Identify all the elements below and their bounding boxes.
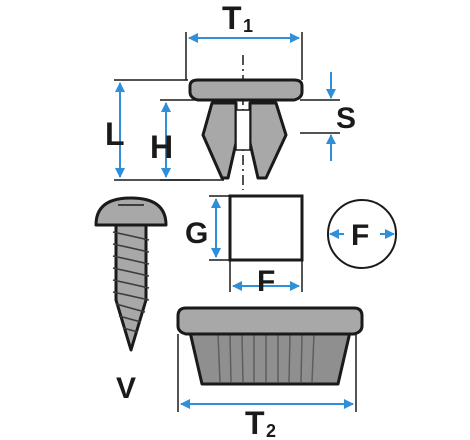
screw: V	[94, 196, 168, 405]
round-hole-symbol: F	[327, 199, 397, 269]
dim-h: H	[150, 99, 200, 181]
label-t1-sub: 1	[243, 16, 253, 36]
clip-front-ribs	[217, 333, 315, 383]
clip-leg-right	[248, 101, 288, 180]
dim-s: S	[300, 72, 356, 161]
clip-leg-left	[201, 101, 238, 180]
clip-front-head	[176, 306, 364, 336]
hole-square	[228, 194, 304, 262]
mounting-hole	[228, 194, 304, 262]
dim-f-width: F	[229, 260, 303, 298]
label-v: V	[116, 372, 136, 405]
label-t2: T	[245, 405, 265, 440]
label-t2-sub: 2	[266, 421, 276, 440]
screw-head	[94, 196, 168, 227]
label-l: L	[105, 116, 125, 152]
label-f-circle: F	[351, 219, 369, 252]
label-t1: T	[222, 0, 242, 36]
round-hole-circle	[327, 199, 397, 269]
dim-g: G	[185, 195, 230, 261]
label-s: S	[336, 102, 356, 135]
label-h: H	[150, 129, 173, 165]
clip-head	[188, 78, 304, 102]
screw-threads	[112, 231, 150, 333]
dim-t1: T 1	[185, 0, 303, 80]
clip-front-view	[176, 306, 364, 386]
label-g: G	[185, 217, 208, 250]
screw-shank	[114, 223, 148, 352]
dim-t2: T 2	[177, 334, 357, 440]
clip-slot	[235, 109, 251, 151]
label-f-width: F	[257, 265, 275, 298]
clip-front-body	[188, 330, 352, 386]
clip-side-view	[188, 55, 304, 190]
